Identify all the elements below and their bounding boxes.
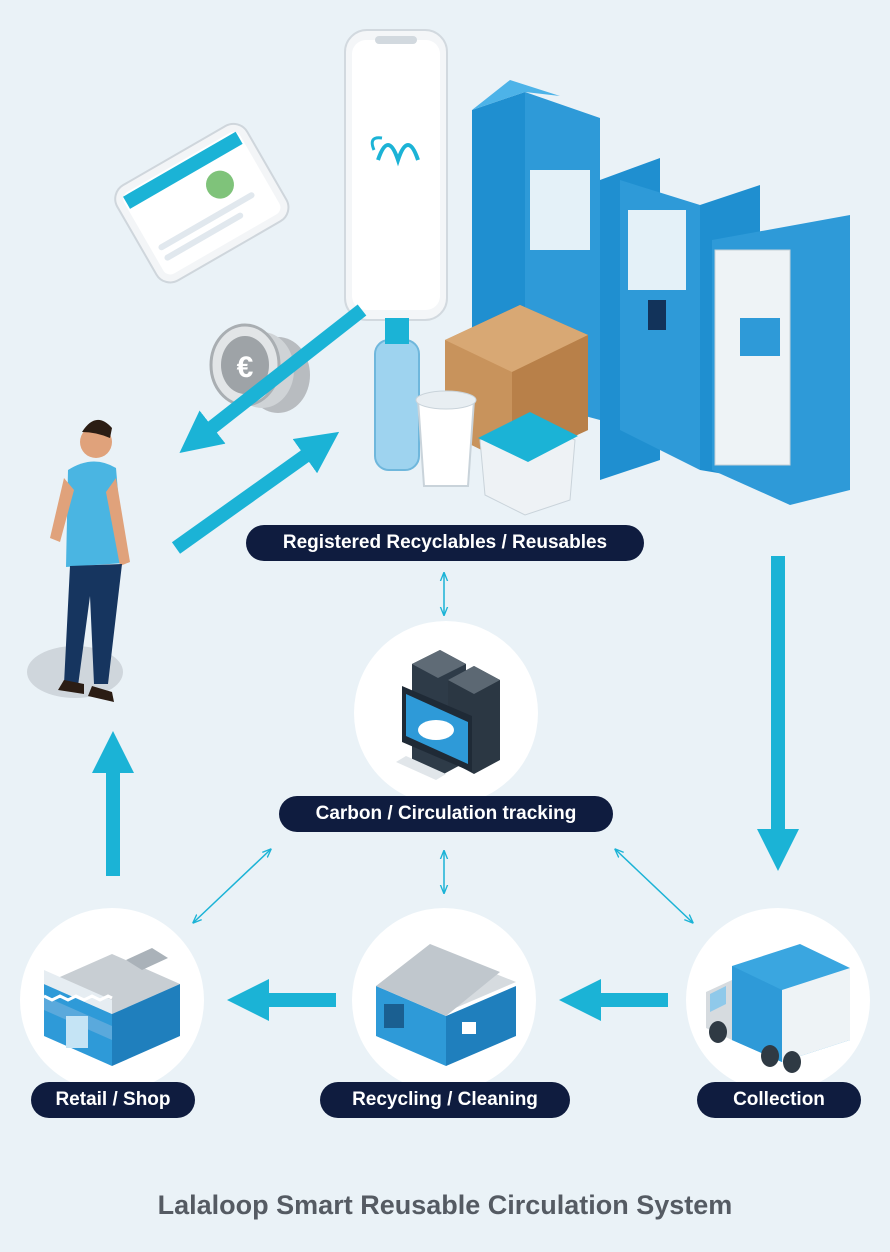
retail-store-icon [43,948,180,1066]
label-carbon-tracking: Carbon / Circulation tracking [279,796,613,832]
svg-text:€: € [237,351,254,384]
reverse-vending-machine-icon [472,80,850,505]
label-recycling-cleaning: Recycling / Cleaning [320,1082,570,1118]
lalaloop-logo-icon [370,136,420,167]
server-monitor-icon [396,650,500,780]
arrow-person-to-machine [171,431,340,554]
label-registered-recyclables: Registered Recyclables / Reusables [246,525,644,561]
warehouse-icon [376,944,516,1066]
tracking-links [194,574,692,922]
reusable-containers-icon [374,305,588,516]
label-collection: Collection [697,1082,861,1118]
arrow-phone-to-person [179,304,367,453]
smartphone-app-icon [114,29,448,321]
delivery-truck-icon [706,944,850,1073]
flow-arrows [92,304,799,1021]
label-retail-shop: Retail / Shop [31,1082,195,1118]
walking-person-icon [27,419,130,702]
footer-title: Lalaloop Smart Reusable Circulation Syst… [157,1190,733,1220]
